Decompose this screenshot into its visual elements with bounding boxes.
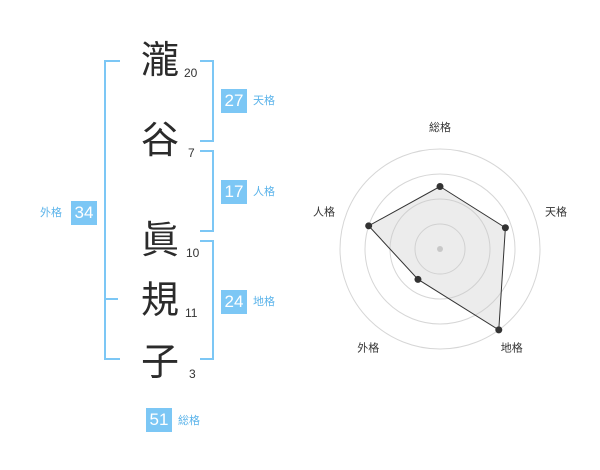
stroke-count-1: 20 [184,66,198,80]
name-char-3: 眞 [141,218,180,262]
chikaku-badge: 24 [221,290,247,314]
radar-axis-label-3: 地格 [501,341,523,355]
radar-axis-label-1: 総格 [429,120,451,134]
jinkaku-bracket [200,150,214,232]
name-char-4: 規 [141,278,180,322]
radar-center-dot [437,246,443,252]
name-char-1: 瀧 [141,38,180,82]
tenkaku-bracket [200,60,214,142]
chikaku-label: 地格 [253,295,275,308]
radar-axis-label-4: 外格 [357,341,379,355]
gaikaku-badge: 34 [71,201,97,225]
radar-point-1 [436,183,444,190]
tenkaku-badge: 27 [221,89,247,113]
soukaku-label: 総格 [178,414,200,427]
jinkaku-badge: 17 [221,180,247,204]
radar-point-5 [365,222,373,230]
radar-grid-ring [339,148,541,350]
radar-point-2 [501,224,509,232]
stroke-count-5: 3 [189,367,196,381]
name-char-5: 子 [141,340,180,384]
gaikaku-bracket [104,60,120,360]
radar-point-4 [414,275,422,283]
jinkaku-label: 人格 [253,185,275,198]
gaikaku-label: 外格 [40,206,62,219]
stroke-count-3: 10 [186,246,200,260]
radar-area [367,185,506,331]
radar-point-3 [495,326,503,334]
stroke-count-4: 11 [185,306,198,320]
gaikaku-bracket-tick [104,298,118,300]
radar-axis-label-5: 人格 [313,204,335,218]
radar-grid-ring [364,173,516,325]
soukaku-badge: 51 [146,408,172,432]
tenkaku-label: 天格 [253,94,275,107]
name-char-2: 谷 [141,118,180,162]
radar-axis-label-2: 天格 [545,204,567,218]
radar-grid-ring [414,223,466,275]
chikaku-bracket [200,240,214,360]
stroke-count-2: 7 [188,146,195,160]
